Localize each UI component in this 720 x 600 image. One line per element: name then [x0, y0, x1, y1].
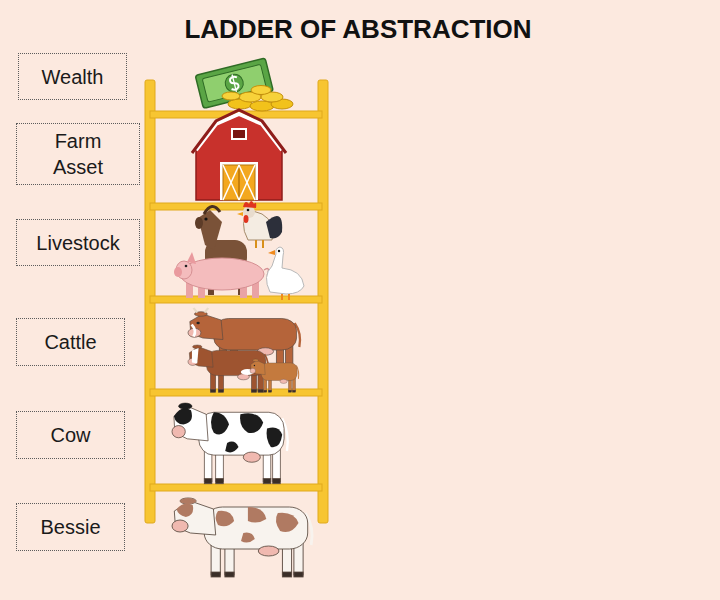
bessie-icon: [177, 504, 194, 517]
rooster-icon: [247, 209, 250, 212]
bessie-icon: [172, 498, 312, 577]
cattle-icon: [250, 359, 299, 392]
level-label-box: Cow: [16, 411, 125, 459]
goose-icon: [266, 247, 304, 300]
barn-icon: [238, 165, 240, 200]
ladder: [150, 389, 322, 396]
cattle-icon: [192, 325, 195, 337]
level-label-box: Farm Asset: [16, 123, 140, 185]
level-label-box: Livestock: [16, 219, 140, 266]
level-label: Farm Asset: [29, 128, 127, 180]
ladder: [150, 484, 322, 491]
ladder: [145, 80, 328, 523]
barn-icon: [239, 165, 255, 200]
pig-icon: [187, 252, 196, 264]
level-label-box: Bessie: [16, 503, 125, 551]
bessie-icon: [248, 507, 266, 523]
goose-icon: [268, 250, 275, 255]
cow-icon: [267, 427, 283, 447]
money-icon: [251, 86, 271, 95]
barn-icon: [220, 162, 258, 200]
cow-icon: [172, 403, 288, 484]
level-label-box: Wealth: [18, 53, 127, 100]
goose-icon: [288, 294, 290, 300]
pig-icon: [174, 252, 270, 298]
level-label: Livestock: [36, 230, 119, 256]
ladder: [150, 203, 322, 210]
goose-icon: [266, 247, 304, 294]
rooster-icon: [243, 201, 256, 208]
barn-icon: [192, 110, 286, 200]
goat-icon: [195, 217, 203, 229]
cattle-icon: [188, 308, 300, 392]
rooster-icon: [266, 216, 282, 238]
rooster-icon: [244, 215, 249, 223]
barn-icon: [192, 110, 286, 153]
cow-icon: [211, 412, 229, 434]
goose-icon: [278, 250, 280, 252]
money-icon: [250, 101, 274, 111]
barn-icon: [223, 165, 239, 200]
barn-icon: [196, 114, 282, 200]
bessie-icon: [180, 498, 196, 504]
pig-icon: [185, 265, 188, 268]
rooster-icon: [255, 240, 257, 248]
rooster-icon: [237, 212, 243, 216]
barn-icon: [223, 165, 255, 200]
bessie-icon: [216, 511, 234, 527]
money-icon: [223, 72, 245, 94]
barn-icon: [233, 130, 245, 138]
bessie-icon: [172, 498, 312, 577]
money-icon: [195, 58, 293, 111]
goat-icon: [198, 210, 222, 250]
cattle-icon: [250, 359, 299, 392]
cow-icon: [172, 403, 288, 484]
goat-icon: [204, 206, 220, 214]
money-icon: [202, 64, 266, 102]
cow-icon: [240, 413, 263, 433]
barn-icon: [223, 165, 239, 200]
ladder: [150, 296, 322, 303]
cattle-icon: [192, 348, 199, 364]
cow-icon: [225, 442, 238, 453]
level-label: Cattle: [44, 329, 96, 355]
rooster-icon: [237, 201, 282, 248]
level-label: Bessie: [40, 514, 100, 540]
diagram-title: LADDER OF ABSTRACTION: [0, 14, 716, 45]
cow-icon: [179, 403, 192, 409]
level-label: Cow: [50, 422, 90, 448]
money-icon: [232, 74, 236, 91]
money-icon: [222, 92, 240, 100]
cow-icon: [174, 408, 192, 424]
barn-icon: [231, 128, 247, 140]
bessie-icon: [241, 533, 255, 543]
pig-icon: [174, 267, 182, 277]
level-label: Wealth: [42, 64, 104, 90]
rooster-icon: [262, 240, 264, 248]
goat-icon: [204, 217, 207, 220]
barn-icon: [239, 165, 255, 200]
bessie-icon: [276, 513, 299, 532]
cattle-icon: [194, 308, 209, 313]
goose-icon: [281, 294, 283, 300]
level-label-box: Cattle: [16, 318, 125, 366]
